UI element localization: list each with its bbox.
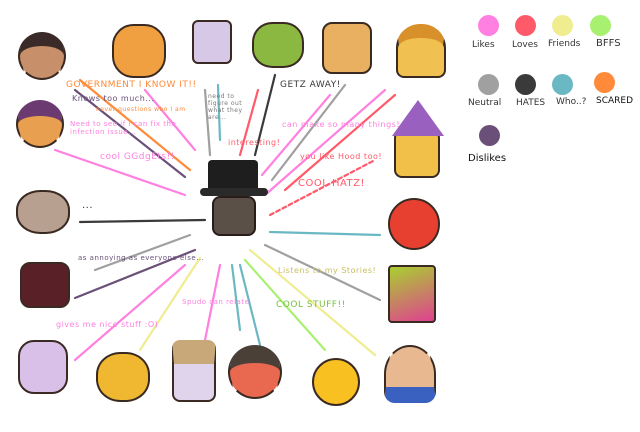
label-knows-too-much: Knows too much... (72, 94, 155, 103)
character-orange-cat (112, 24, 166, 78)
arrow-neutral-purple (203, 88, 212, 157)
legend-dot-bffs (590, 15, 611, 36)
legend-label-loves: Loves (512, 40, 538, 50)
legend-label-who: Who..? (556, 97, 587, 107)
label-spudo: Spudo can relate (182, 298, 250, 306)
arrow-loves-hardhat (283, 93, 397, 192)
arrow-hates-rock (78, 218, 207, 224)
legend-label-neutral: Neutral (468, 98, 502, 108)
legend-dot-dislikes (479, 125, 500, 146)
character-green-spiky (252, 22, 304, 68)
arrow-who-purple (216, 83, 222, 142)
legend-label-scared: SCARED (596, 96, 634, 106)
character-purple-square (192, 20, 232, 64)
face (212, 196, 256, 236)
character-bunny (18, 340, 68, 394)
legend-label-hates: HATES (516, 98, 546, 108)
character-hardhat (396, 24, 446, 78)
label-government: GOVERNMENT I KNOW IT!! (66, 80, 197, 90)
label-never-questions: never questions who I am (96, 106, 186, 113)
label-dots: ... (82, 200, 94, 211)
arrow-who-red (268, 230, 382, 237)
legend-dot-friends (552, 15, 573, 36)
arrow-who-horned (238, 263, 262, 347)
top-hat (208, 160, 258, 192)
legend-label-bffs: BFFS (596, 38, 621, 49)
arrow-hates-green (253, 73, 277, 157)
character-bucket (172, 340, 216, 402)
character-antlers (20, 262, 70, 308)
label-infection: Need to see if I can fix the infection i… (70, 120, 177, 137)
label-stories: Listens to my Stories! (278, 266, 377, 275)
character-horned (228, 345, 282, 399)
arrow-neutral-gradient (263, 243, 382, 302)
character-smiley (312, 358, 360, 406)
legend-label-likes: Likes (472, 40, 495, 50)
label-getz-away: GETZ AWAY! (280, 80, 341, 90)
character-dark-hair (18, 32, 66, 80)
character-gradient-square (388, 265, 436, 323)
arrow-bffs-smiley (243, 258, 327, 352)
arrow-loves-green (238, 88, 260, 157)
arrow-who-blue (230, 263, 242, 332)
character-beanie (16, 100, 64, 148)
arrow-dislikes-antlers (73, 248, 197, 300)
arrow-likes-cat (143, 88, 197, 152)
arrow-likes-tan (260, 93, 332, 177)
legend-label-friends: Friends (548, 39, 581, 49)
legend-dot-loves (515, 15, 536, 36)
wizard-hat-icon (392, 100, 444, 136)
arrow-likes-infection (53, 148, 187, 197)
label-hood-too: you like Hood too! (300, 152, 383, 161)
label-annoying: as annoying as everyone else... (78, 254, 205, 262)
character-red-mouth (388, 198, 440, 250)
label-gadgets: cool GGdgEts!! (100, 152, 175, 162)
arrow-likes-hardhat (263, 88, 387, 197)
label-nice-stuff: gives me nice stuff :O) (56, 320, 159, 329)
center-tophat-character (200, 160, 272, 250)
character-wizard (394, 130, 440, 178)
character-tan-square (322, 22, 372, 74)
arrow-dislikes (73, 88, 187, 179)
arrow-loves-wizard (268, 158, 377, 217)
legend-dot-scared (594, 72, 615, 93)
legend-dot-who (552, 74, 573, 95)
label-make-things: can make so many things! (282, 120, 401, 129)
legend-dot-hates (515, 74, 536, 95)
arrow-neutral-antlers (93, 233, 192, 272)
hat-brim (200, 188, 268, 196)
character-blue-round (384, 345, 436, 403)
character-banana (96, 352, 150, 402)
arrow-friends-blue (248, 248, 377, 357)
legend-label-dislikes: Dislikes (468, 153, 507, 164)
label-interesting: interesting! (228, 138, 281, 147)
legend-dot-neutral (478, 74, 499, 95)
arrow-likes-bunny (73, 263, 187, 362)
arrow-likes-bucket (203, 263, 222, 342)
label-need-figure-out: need to figure out what they are... (208, 93, 243, 121)
label-cool-hatz: COOL HATZ! (298, 178, 366, 189)
character-rock (16, 190, 70, 234)
arrow-friends-banana (138, 256, 202, 352)
arrow-scared (78, 78, 192, 172)
arrow-neutral-tan (270, 83, 347, 182)
legend-dot-likes (478, 15, 499, 36)
label-cool-stuff: COOL STUFF!! (276, 300, 346, 310)
